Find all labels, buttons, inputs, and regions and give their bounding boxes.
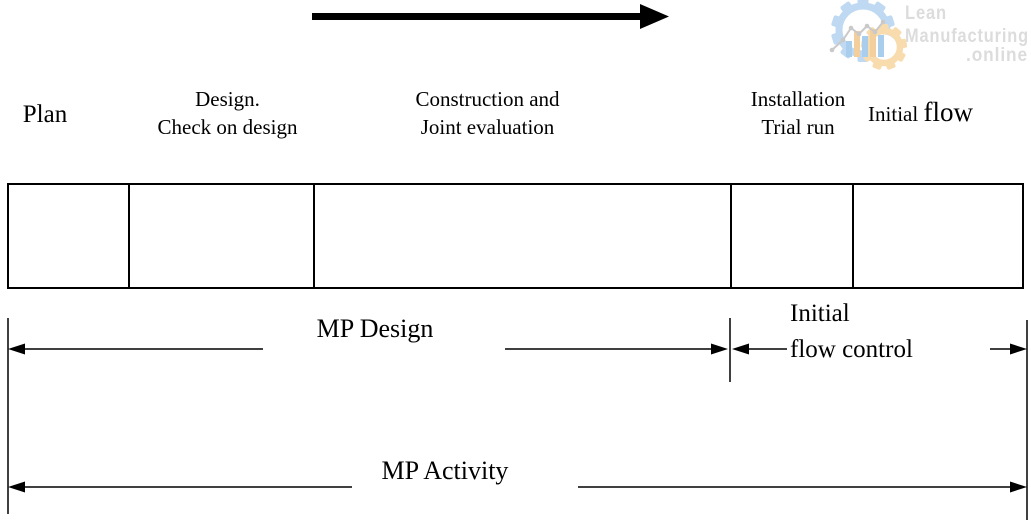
initial-flow-control-label-line1: Initial	[790, 300, 850, 327]
initial-flow-control-label-line2: flow control	[790, 336, 913, 363]
initial-flow-control-dimension-arrow	[732, 343, 1027, 355]
phase-label-initial-flow-part2: flow	[923, 97, 973, 127]
phase-divider-3	[730, 185, 732, 287]
logo-wordmark-line3: .online	[966, 45, 1028, 66]
initial-flow-control-label: Initial flow control	[790, 296, 913, 368]
logo-wordmark-line2: Manufacturing	[905, 26, 1029, 47]
phase-label-construction-line1: Construction and	[415, 87, 560, 111]
lean-manufacturing-logo: Lean Manufacturing .online	[829, 0, 1029, 70]
phase-label-construction: Construction and Joint evaluation	[350, 85, 625, 141]
phase-label-construction-line2: Joint evaluation	[420, 115, 555, 139]
phase-label-plan: Plan	[22, 101, 68, 128]
phase-divider-2	[313, 185, 315, 287]
process-phase-bar	[7, 183, 1024, 289]
mp-design-dimension-arrow	[8, 343, 728, 355]
phase-label-design-line1: Design.	[195, 87, 260, 111]
trend-line-icon	[829, 19, 886, 53]
bar-chart-icon	[829, 19, 886, 57]
phase-label-initial-flow-part1: Initial	[868, 102, 919, 126]
phase-label-installation-line2: Trial run	[761, 115, 835, 139]
mp-activity-dimension-arrow	[8, 481, 1027, 493]
logo-wordmark-line1: Lean	[905, 3, 947, 24]
phase-label-design-line2: Check on design	[157, 115, 298, 139]
mp-design-label: MP Design	[316, 314, 434, 343]
mp-activity-label: MP Activity	[381, 456, 509, 485]
phase-divider-1	[128, 185, 130, 287]
process-direction-arrow	[312, 4, 669, 29]
phase-divider-4	[852, 185, 854, 287]
phase-label-installation: Installation Trial run	[723, 85, 873, 141]
phase-label-installation-line1: Installation	[750, 87, 846, 111]
phase-label-design: Design. Check on design	[125, 85, 330, 141]
phase-label-initial-flow: Initial flow	[843, 98, 998, 128]
